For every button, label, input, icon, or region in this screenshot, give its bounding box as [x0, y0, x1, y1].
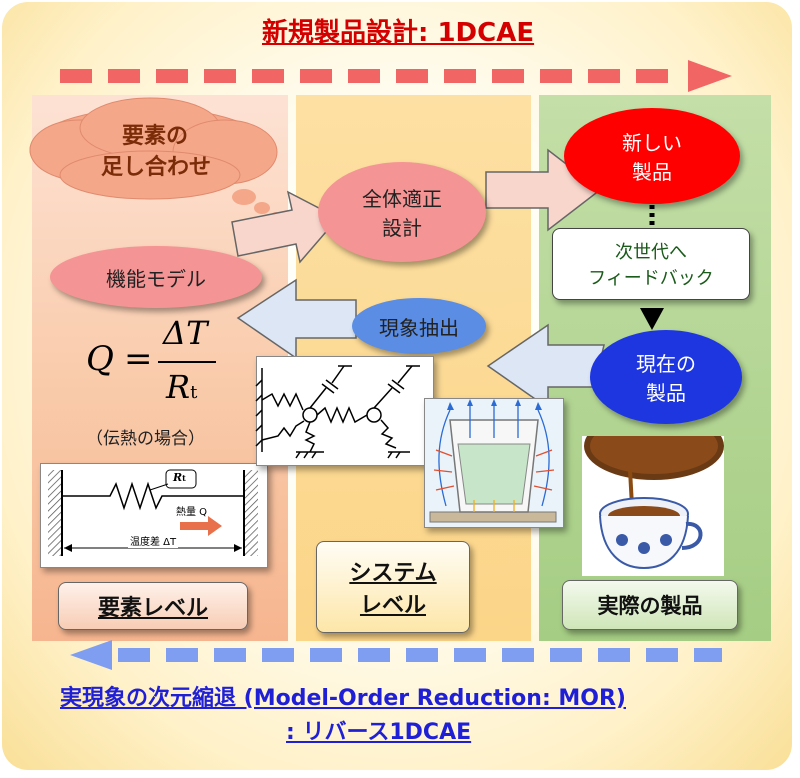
product-level-label: 実際の製品 — [597, 594, 703, 618]
new-product-line2: 製品 — [632, 160, 672, 184]
overall-design-line1: 全体適正 — [362, 187, 442, 211]
cloud-text-line1: 要素の — [122, 124, 189, 149]
function-model-node: 機能モデル — [50, 246, 262, 308]
feedback-line1: 次世代へ — [615, 242, 687, 263]
temp-label: 温度差 ΔT — [128, 533, 179, 548]
system-level-label-line1: システム — [349, 561, 437, 586]
tea-photo — [582, 436, 724, 576]
feedback-box: 次世代へ フィードバック — [552, 228, 750, 300]
overall-design-node: 全体適正 設計 — [318, 162, 486, 262]
formula-denominator: Rt — [166, 368, 197, 406]
heat-label: 熱量 Q — [176, 507, 208, 518]
footer-line1: 実現象の次元縮退 (Model-Order Reduction: MOR) — [60, 686, 626, 711]
function-model-label: 機能モデル — [106, 266, 206, 291]
element-level-label-box: 要素レベル — [58, 582, 248, 630]
overall-design-line2: 設計 — [382, 216, 422, 240]
heat-flow-panel — [424, 398, 564, 528]
phenomenon-extraction-label: 現象抽出 — [379, 315, 459, 340]
new-product-node: 新しい 製品 — [564, 108, 740, 204]
current-product-line2: 製品 — [646, 381, 686, 405]
system-level-label-line2: レベル — [359, 593, 426, 618]
formula-note: （伝熱の場合） — [86, 429, 205, 449]
current-product-node: 現在の 製品 — [590, 330, 742, 424]
current-product-line1: 現在の — [636, 352, 696, 376]
resistor-label-sub: t — [182, 473, 186, 483]
new-product-line1: 新しい — [622, 131, 682, 155]
formula-fraction-bar — [158, 361, 216, 363]
feedback-line2: フィードバック — [588, 268, 714, 289]
element-sketch-panel — [40, 463, 268, 568]
formula-lhs: Q — [86, 339, 114, 379]
element-level-label: 要素レベル — [97, 596, 208, 621]
product-level-label-box: 実際の製品 — [562, 580, 738, 630]
resistor-label-main: R — [173, 471, 183, 484]
cloud-text-line2: 足し合わせ — [101, 155, 212, 180]
formula-numerator: ΔT — [163, 314, 208, 352]
resistor-label: Rt — [173, 471, 186, 484]
system-schematic-panel — [256, 356, 434, 466]
system-level-label-box: システム レベル — [316, 541, 470, 633]
footer-line2: : リバース1DCAE — [286, 720, 472, 745]
phenomenon-extraction-node: 現象抽出 — [352, 298, 486, 354]
diagram-title: 新規製品設計: 1DCAE — [262, 18, 535, 48]
formula-equals: = — [124, 339, 153, 379]
formula-denominator-main: R — [166, 368, 191, 406]
formula-denominator-sub: t — [190, 382, 198, 403]
